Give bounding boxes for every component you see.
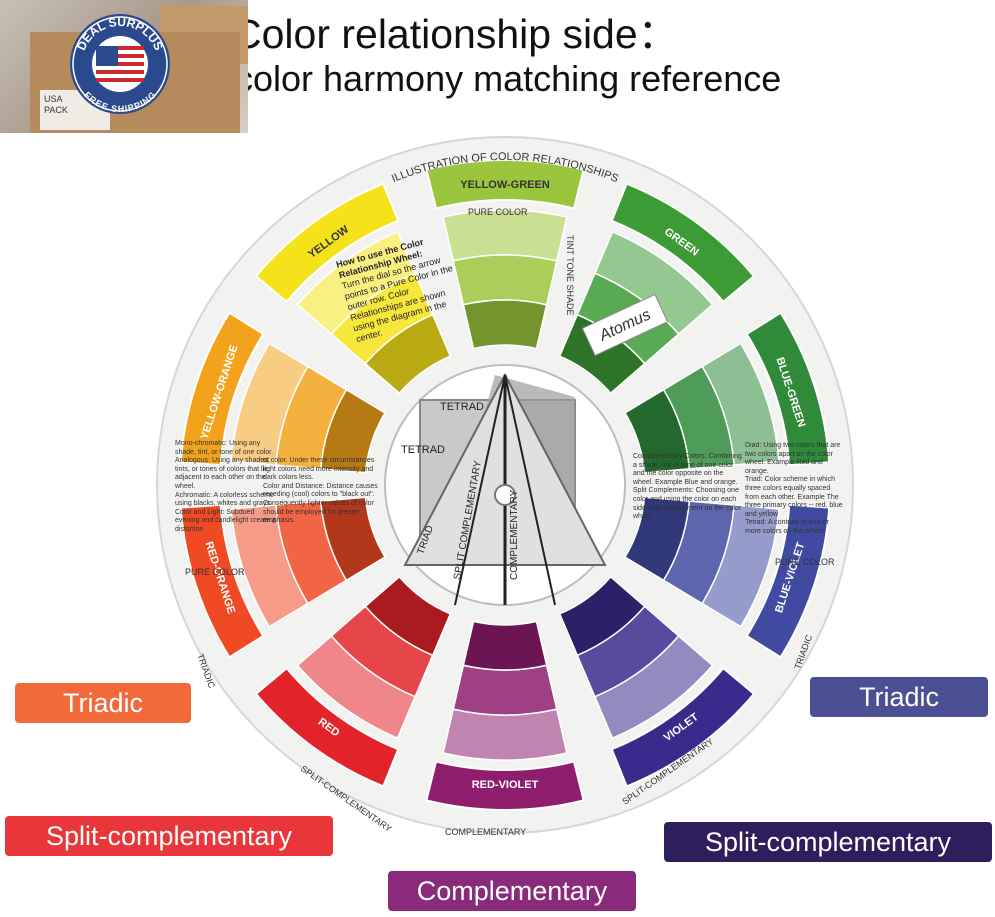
segment-label-red-violet: RED-VIOLET [472,779,539,791]
page-subtitle: color harmony matching reference [235,58,782,99]
complementary-outer-label: COMPLEMENTARY [445,827,526,835]
complementary-label: Complementary [388,871,636,911]
complementary-text: Complementary Colors: Combining a shade,… [633,453,742,486]
split-text: Split Complements: Choosing one color an… [633,487,742,521]
mono-text: Mono-chromatic: Using any shade, tint, o… [175,440,274,456]
tone-band [442,708,568,761]
tone-band [442,209,568,262]
tetrad-label-2: TETRAD [401,444,445,456]
segment-yellow-green [425,159,585,210]
deal-surplus-badge-photo: USA PACK DEAL SURPLUS FREE SHIPPING [0,0,248,133]
segment-yellow [254,182,400,304]
segment-violet [610,666,756,788]
tone-band [319,496,387,582]
tone-band [623,388,691,474]
pure-color-label-top: PURE COLOR [468,207,528,217]
color-light-text: Color and Light: Subdued evening and can… [175,508,276,533]
tone-band [558,575,646,657]
distance-text: Color and Distance: Distance causes rece… [263,482,378,525]
analogous-text: Analogous: Using any shades, tints, or t… [175,457,270,490]
pure-color-label-right: PURE COLOR [775,557,835,567]
center-pin [494,484,516,506]
segment-blue-violet [745,503,831,659]
seal-icon: DEAL SURPLUS FREE SHIPPING [70,14,170,114]
achromatic-text: Achromatic: A colorless scheme using bla… [175,491,274,508]
segment-blue-green [745,311,831,467]
split-arrow-left [454,374,506,606]
pure-color-label-left: PURE COLOR [185,567,245,577]
segment-red-orange [179,503,265,659]
tone-band [462,620,548,671]
diad-text: Diad: Using two colors that are two colo… [745,442,841,475]
split-arrow-right [504,374,556,606]
color-wheel: YELLOW-GREENGREENBLUE-GREENBLUE-VIOLETVI… [156,136,854,835]
outer-segments: YELLOW-GREENGREENBLUE-GREENBLUE-VIOLETVI… [179,159,831,811]
far-right-text-block: Diad: Using two colors that are two colo… [745,442,843,535]
tetrad-text: Tetrad: A contrast of four or more color… [745,519,830,535]
tone-band [623,496,691,582]
segment-label-yellow-green: YELLOW-GREEN [460,179,550,191]
tone-band [452,664,558,716]
right-text-block: Complementary Colors: Combining a shade,… [633,453,742,521]
page-title: Color relationship side： [232,11,679,57]
left-text-block: Mono-chromatic: Using any shade, tint, o… [175,440,276,533]
tone-band [364,575,452,657]
segment-red-violet [425,760,585,811]
tone-band [364,313,452,395]
relationship-diagram[interactable]: TETRAD TETRAD TRIAD SPLIT COMPLEMENTARY … [401,372,607,606]
triadic-label-left: Triadic [15,683,191,723]
tetrad-label-1: TETRAD [440,401,484,413]
tone-band [319,388,387,474]
split-complementary-label-left: Split-complementary [5,816,333,856]
segment-green [610,182,756,304]
triad-text: Triad: Color scheme in which three color… [745,476,843,518]
package-label-text: USA PACK [44,94,68,115]
comp-label: COMPLEMENTARY [509,489,520,580]
segment-red [254,666,400,788]
mid-text-block: of color. Under these circumstances ligh… [263,457,378,525]
split-complementary-label-right: Split-complementary [664,822,992,862]
tint-tone-shade-label: TINT TONE SHADE [565,235,575,316]
tone-band [462,299,548,350]
segment-yellow-orange [179,311,265,467]
under-text: of color. Under these circumstances ligh… [263,457,375,482]
tint-tone-shade-windows [230,209,780,761]
triadic-label-right: Triadic [810,677,988,717]
